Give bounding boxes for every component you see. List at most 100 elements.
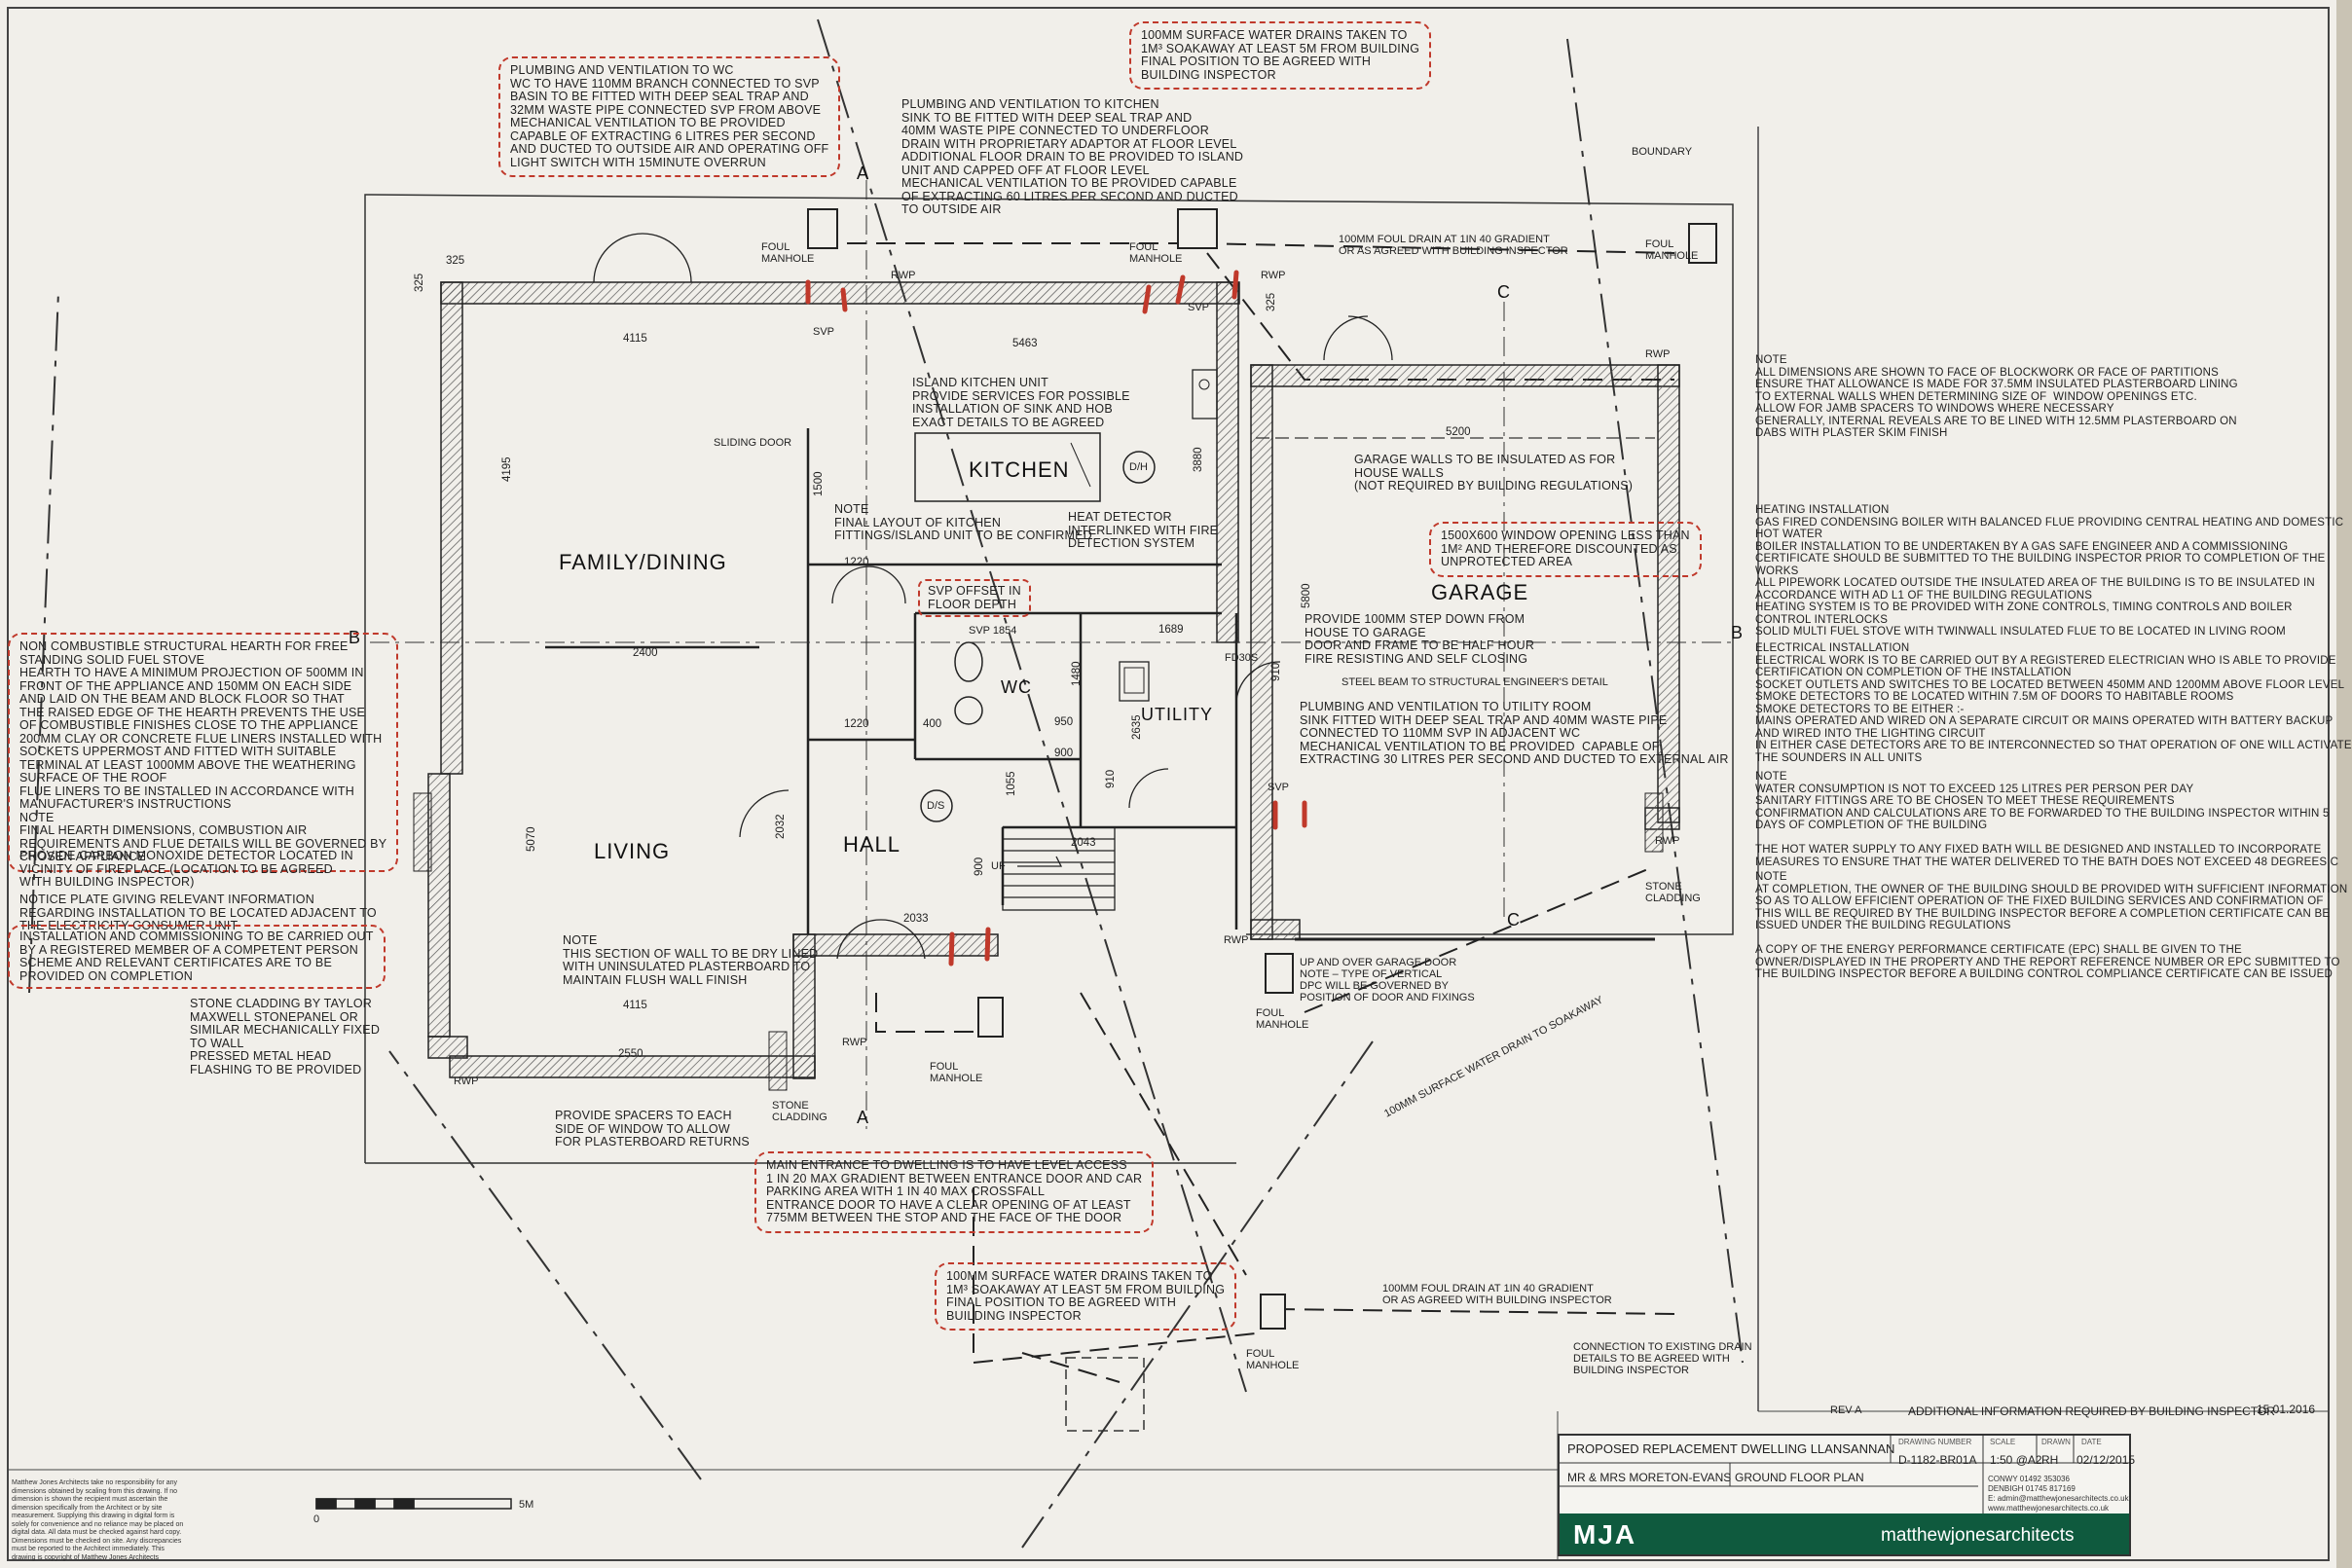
- foul-drain-top-label: 100mm FOUL DRAIN AT 1IN 40 GRADIENT OR A…: [1339, 234, 1568, 257]
- room-garage: GARAGE: [1431, 580, 1529, 604]
- section-lines: [370, 180, 1733, 1129]
- tb-contact-web: www.matthewjonesarchitects.co.uk: [1988, 1504, 2110, 1513]
- dim-2400: 2400: [633, 647, 658, 659]
- dim-900a: 900: [1054, 748, 1074, 759]
- scale-zero: 0: [313, 1513, 320, 1525]
- dim-3880: 3880: [1193, 447, 1204, 472]
- note-surface-water-bottom: 100mm SURFACE WATER DRAINS TAKEN TO 1M³ …: [935, 1262, 1237, 1331]
- note-hearth: NON COMBUSTIBLE STRUCTURAL HEARTH FOR FR…: [8, 633, 399, 872]
- title-block: PROPOSED REPLACEMENT DWELLING LLANSANNAN…: [1558, 1434, 2135, 1556]
- note-plumbing-wc: PLUMBING AND VENTILATION TO WC WC TO HAV…: [498, 56, 841, 177]
- foul-manhole-2: FOUL MANHOLE: [1129, 241, 1183, 265]
- note-completion: NOTE AT COMPLETION, THE OWNER OF THE BUI…: [1755, 871, 2348, 980]
- dim-1220b: 1220: [844, 718, 869, 730]
- internal-walls: [545, 428, 1238, 934]
- note-general: NOTE ALL DIMENSIONS ARE SHOWN TO FACE OF…: [1755, 354, 2238, 439]
- dh-symbol: D/H: [1129, 461, 1148, 473]
- note-dry-lined: NOTE THIS SECTION OF WALL TO BE DRY LINE…: [563, 933, 819, 987]
- note-heating: HEATING INSTALLATION GAS FIRED CONDENSIN…: [1755, 504, 2344, 638]
- note-notice-plate: NOTICE PLATE GIVING RELEVANT INFORMATION…: [19, 893, 377, 932]
- note-surface-water-top: 100mm SURFACE WATER DRAINS TAKEN TO 1M³ …: [1129, 21, 1432, 90]
- tb-contact-conwy: CONWY 01492 353036: [1988, 1475, 2070, 1483]
- dim-910b: 910: [1105, 769, 1117, 788]
- tb-drawn-label: DRAWN: [2041, 1438, 2071, 1446]
- dim-2635: 2635: [1131, 714, 1143, 740]
- house-walls: [427, 281, 1680, 1079]
- revision-rev: REV A: [1830, 1404, 1862, 1416]
- dim-5070: 5070: [526, 826, 537, 852]
- foul-drain-bottom-label: 100mm FOUL DRAIN AT 1IN 40 GRADIENT OR A…: [1382, 1283, 1612, 1306]
- foul-manhole-5: FOUL MANHOLE: [930, 1061, 983, 1084]
- staircase: [1002, 826, 1116, 911]
- section-c-top: C: [1497, 282, 1511, 302]
- revision-description: ADDITIONAL INFORMATION REQUIRED BY BUILD…: [1908, 1404, 2275, 1418]
- manhole-2: [1177, 208, 1218, 249]
- room-utility: UTILITY: [1141, 705, 1214, 724]
- dim-5800: 5800: [1301, 583, 1312, 608]
- boundary-label: BOUNDARY: [1632, 146, 1693, 158]
- manhole-5: [1265, 953, 1294, 994]
- mja-logo: MJA: [1573, 1519, 1637, 1550]
- soakaway-bottom: [1065, 1357, 1145, 1432]
- tb-drawing-title: GROUND FLOOR PLAN: [1735, 1471, 1864, 1484]
- stone-cladding-bottom: STONE CLADDING: [772, 1100, 827, 1123]
- utility-sink: [1119, 661, 1150, 702]
- section-a-bottom: A: [857, 1108, 870, 1127]
- dim-5200: 5200: [1446, 426, 1471, 438]
- dim-325a: 325: [446, 255, 465, 267]
- dim-4115-top: 4115: [623, 333, 647, 345]
- dim-4115-bottom: 4115: [623, 1000, 647, 1011]
- note-kitchen-layout: NOTE FINAL LAYOUT OF KITCHEN FITTINGS/IS…: [834, 502, 1092, 542]
- dim-2032: 2032: [775, 814, 787, 839]
- ds-circle: [920, 789, 953, 822]
- dim-910a: 910: [1270, 662, 1282, 681]
- tb-drawing-number-label: DRAWING NUMBER: [1898, 1438, 1972, 1446]
- tb-date-label: DATE: [2081, 1438, 2102, 1446]
- rwp-label-5: RWP: [1224, 934, 1249, 946]
- garage-door-label: UP AND OVER GARAGE DOOR NOTE – TYPE OF V…: [1300, 957, 1475, 1003]
- dim-4195: 4195: [501, 456, 513, 482]
- manhole-1: [807, 208, 838, 249]
- foul-manhole-4: FOUL MANHOLE: [1256, 1007, 1309, 1031]
- manhole-3: [1688, 223, 1717, 264]
- note-window-opening: 1500x600 WINDOW OPENING LESS THAN 1M² AN…: [1429, 522, 1702, 577]
- sliding-door-label: SLIDING DOOR: [714, 437, 792, 449]
- stone-cladding-right: STONE CLADDING: [1645, 881, 1701, 904]
- firm-name: matthewjonesarchitects: [1881, 1525, 2075, 1546]
- tb-contact-email: E: admin@matthewjonesarchitects.co.uk: [1988, 1494, 2129, 1503]
- tb-scale: 1:50 @A2: [1990, 1453, 2042, 1467]
- note-svp-offset: SVP OFFSET IN FLOOR DEPTH: [918, 579, 1031, 617]
- manhole-4: [977, 997, 1004, 1038]
- dim-900b: 900: [974, 857, 985, 876]
- tb-client: MR & MRS MORETON-EVANS: [1567, 1471, 1732, 1484]
- note-plumbing-kitchen: PLUMBING AND VENTILATION TO KITCHEN SINK…: [901, 97, 1244, 216]
- site-boundary: [28, 18, 1744, 1549]
- room-wc: WC: [1001, 677, 1032, 697]
- rwp-label-4: RWP: [1655, 835, 1680, 847]
- doors: [593, 233, 1393, 960]
- dim-2550: 2550: [618, 1048, 643, 1060]
- svp-1854-label: SVP 1854: [969, 625, 1017, 637]
- dim-1689: 1689: [1158, 624, 1184, 636]
- revision-date: 15.01.2016: [2257, 1403, 2316, 1416]
- red-markup: [805, 270, 1307, 966]
- dim-950: 950: [1054, 716, 1074, 728]
- uf-label: UF: [991, 860, 1006, 872]
- toilet: [954, 641, 983, 682]
- dim-400: 400: [923, 718, 942, 730]
- tb-date: 02/12/2015: [2076, 1453, 2136, 1467]
- rwp-label-7: RWP: [454, 1076, 479, 1087]
- note-stone-cladding: STONE CLADDING BY TAYLOR MAXWELL STONEPA…: [190, 997, 381, 1076]
- tb-drawn: RH: [2041, 1453, 2059, 1467]
- manhole-6: [1260, 1294, 1286, 1330]
- scale-5m: 5M: [519, 1499, 534, 1511]
- room-hall: HALL: [843, 832, 901, 857]
- dh-circle: [1122, 451, 1156, 484]
- disclaimer-text: Matthew Jones Architects take no respons…: [12, 1479, 184, 1561]
- dim-325c: 325: [1266, 292, 1277, 311]
- note-main-entrance: MAIN ENTRANCE TO DWELLING IS TO HAVE LEV…: [754, 1151, 1155, 1233]
- note-heat-detector: HEAT DETECTOR INTERLINKED WITH FIRE DETE…: [1068, 510, 1219, 550]
- note-electrical: ELECTRICAL INSTALLATION ELECTRICAL WORK …: [1755, 642, 2352, 764]
- dim-1500: 1500: [813, 471, 825, 496]
